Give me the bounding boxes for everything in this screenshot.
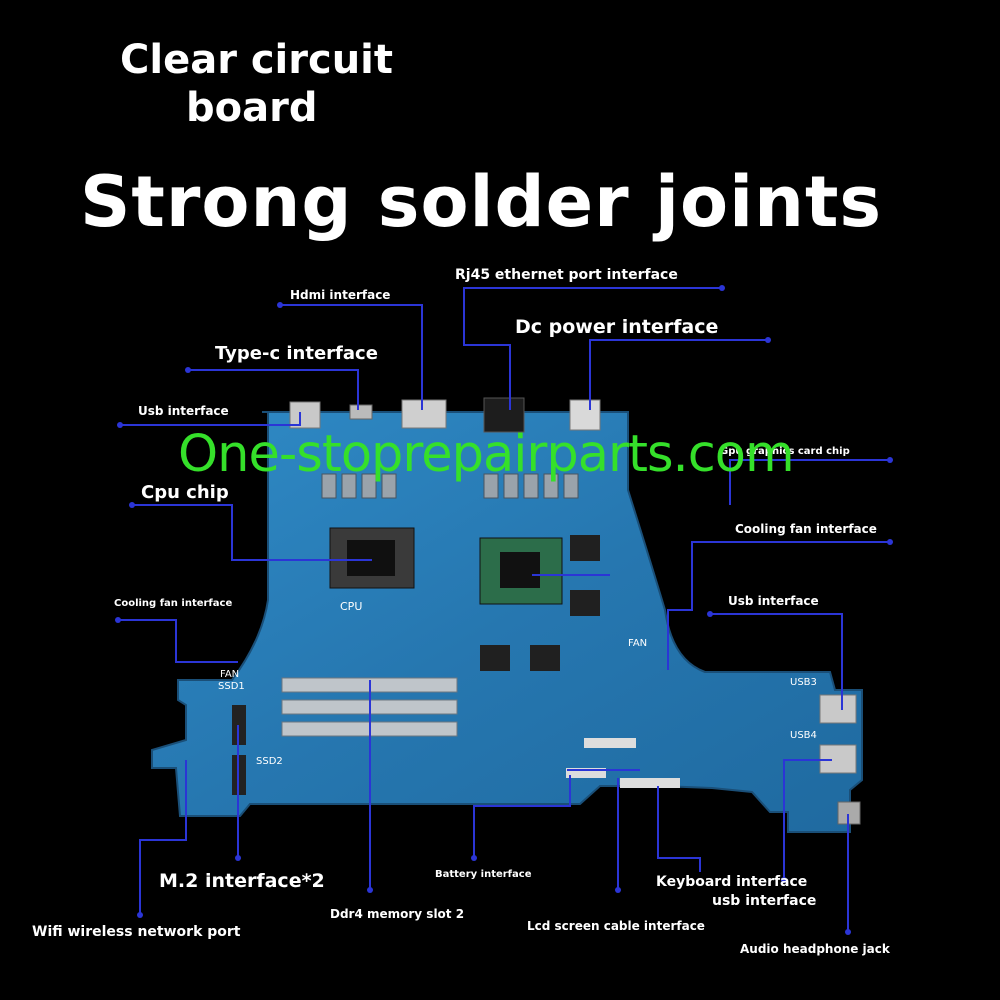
- watermark-text: One-stoprepairparts.com: [178, 425, 795, 484]
- rj45-port: [483, 397, 525, 433]
- headline-strong-solder-joints: Strong solder joints: [80, 161, 883, 243]
- silk-fan-left: FAN: [220, 669, 239, 680]
- silk-ssd2: SSD2: [256, 756, 283, 767]
- label-keyboard: Keyboard interface: [656, 874, 808, 890]
- inductor-row-left: [321, 473, 397, 499]
- label-cooling-fan-left: Cooling fan interface: [114, 598, 233, 609]
- silk-ssd1: SSD1: [218, 681, 245, 692]
- label-cpu: Cpu chip: [141, 482, 229, 503]
- label-cooling-fan-right: Cooling fan interface: [735, 522, 877, 536]
- battery-connector: [566, 768, 606, 778]
- silk-fan-right: FAN: [628, 638, 647, 649]
- silk-usb3: USB3: [790, 677, 817, 688]
- usb-port-right-1: [819, 694, 857, 724]
- keyboard-connector: [620, 778, 680, 788]
- type-c-port: [349, 404, 373, 420]
- cpu-die: [347, 540, 395, 576]
- silk-usb4: USB4: [790, 730, 817, 741]
- headline-board: board: [186, 85, 318, 131]
- vram-chips: [480, 535, 600, 671]
- inductor-row-right: [483, 473, 579, 499]
- label-type-c: Type-c interface: [215, 343, 378, 364]
- label-usb-left: Usb interface: [138, 404, 229, 418]
- lcd-connector: [584, 738, 636, 748]
- dc-power-port: [569, 399, 601, 431]
- gpu-die: [500, 552, 540, 588]
- label-dc-power: Dc power interface: [515, 316, 719, 338]
- label-audio: Audio headphone jack: [740, 942, 890, 956]
- silk-cpu: CPU: [340, 600, 362, 613]
- label-gpu: Gpu graphics card chip: [720, 446, 850, 457]
- label-ddr4: Ddr4 memory slot 2: [330, 907, 465, 921]
- label-wifi: Wifi wireless network port: [32, 924, 241, 940]
- headline-clear-circuit: Clear circuit: [120, 37, 394, 83]
- label-m2: M.2 interface*2: [159, 870, 325, 892]
- label-hdmi: Hdmi interface: [290, 288, 391, 302]
- leader-dots: [115, 285, 893, 935]
- label-battery: Battery interface: [435, 869, 532, 880]
- usb-port-top: [289, 401, 321, 429]
- leader-lines: [118, 287, 890, 932]
- label-keyboard-usb: usb interface: [712, 893, 817, 909]
- label-rj45: Rj45 ethernet port interface: [455, 267, 678, 283]
- label-lcd: Lcd screen cable interface: [527, 919, 705, 933]
- hdmi-port: [401, 399, 447, 429]
- label-usb-right: Usb interface: [728, 594, 819, 608]
